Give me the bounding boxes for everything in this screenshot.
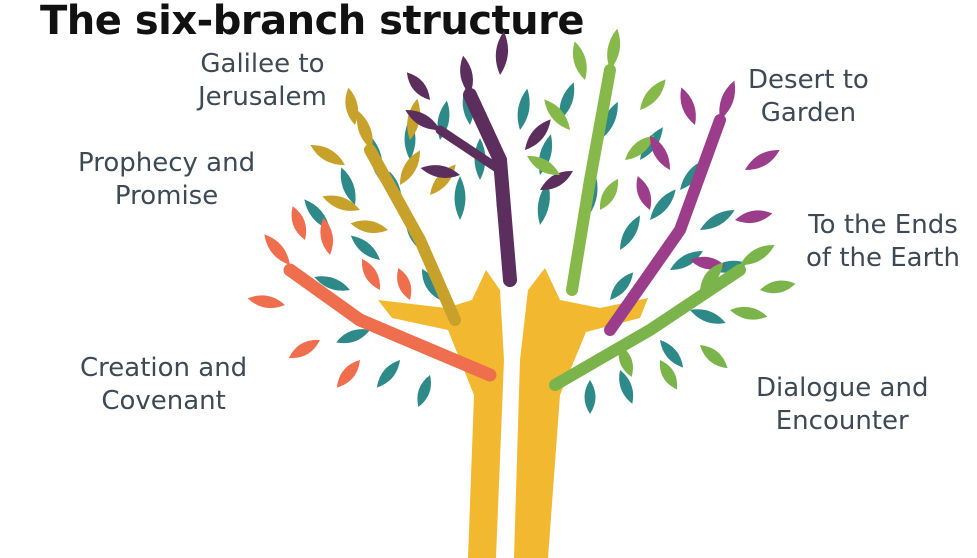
teal-leaf	[690, 309, 726, 324]
green-leaf	[527, 155, 560, 176]
green-leaf	[544, 99, 570, 130]
orange-leaf	[247, 295, 285, 309]
right-hand-trunk	[514, 268, 648, 558]
green-leaf	[625, 135, 655, 160]
violet-leaf	[735, 210, 773, 224]
mustard-leaf	[345, 87, 359, 125]
orange-leaf	[361, 258, 381, 290]
teal-leaf	[421, 268, 441, 300]
label-to-the-ends-of-the-earth: To the Ends of the Earth	[806, 209, 960, 275]
mustard-leaf	[322, 195, 360, 211]
light-green-leaf	[730, 306, 768, 320]
mustard-branch	[364, 144, 461, 326]
teal-leaf	[559, 82, 575, 120]
mustard-leaf	[350, 220, 388, 234]
violet-leaf	[719, 80, 736, 120]
label-line: Desert to	[748, 65, 869, 95]
teal-leaf	[620, 215, 640, 250]
plum-leaf	[420, 165, 460, 178]
teal-leaf	[336, 329, 370, 344]
label-desert-to-garden: Desert to Garden	[748, 64, 869, 130]
violet-leaf	[680, 87, 696, 125]
plum-leaf	[495, 31, 509, 75]
plum-leaf	[540, 170, 573, 191]
teal-leaf	[660, 340, 684, 368]
page-title: The six-branch structure	[40, 0, 584, 44]
teal-leaf	[650, 189, 676, 220]
light-green-branch	[549, 264, 746, 391]
label-creation-and-covenant: Creation and Covenant	[80, 352, 247, 418]
green-leaf	[599, 178, 619, 210]
colored-branches	[247, 28, 796, 391]
teal-leaf	[340, 167, 356, 205]
violet-branch	[604, 114, 726, 336]
plum-leaf	[405, 109, 440, 131]
left-hand-trunk	[378, 270, 504, 558]
label-line: Promise	[114, 181, 219, 211]
violet-leaf	[745, 149, 780, 171]
label-line: To the Ends	[808, 210, 958, 240]
label-line: Galilee to	[200, 49, 325, 79]
label-line: Prophecy and	[78, 148, 256, 178]
light-green-leaf	[740, 244, 775, 266]
orange-leaf	[397, 268, 412, 300]
orange-branch	[283, 263, 497, 382]
light-green-leaf	[659, 360, 678, 390]
plum-leaf	[460, 55, 473, 95]
teal-leaf	[350, 235, 380, 260]
violet-leaf	[649, 135, 671, 170]
light-green-leaf	[700, 345, 728, 369]
mustard-leaf	[399, 150, 421, 185]
teal-leaf	[619, 370, 634, 404]
teal-leaf	[376, 360, 400, 388]
orange-leaf	[320, 217, 334, 255]
orange-leaf	[291, 206, 307, 240]
orange-leaf	[336, 360, 360, 388]
mustard-leaf	[356, 110, 373, 150]
light-green-leaf	[760, 280, 796, 294]
label-line: Creation and	[80, 353, 248, 383]
green-leaf	[572, 41, 587, 80]
label-line: Jerusalem	[198, 82, 327, 112]
teal-leaf	[314, 276, 350, 291]
teal-leaf	[610, 272, 634, 300]
plum-branch	[463, 88, 517, 287]
teal-leaf	[417, 375, 431, 407]
teal-leaf	[537, 181, 550, 225]
label-line: Dialogue and	[756, 373, 929, 403]
light-green-leaf	[618, 345, 633, 377]
teal-leaf	[454, 176, 466, 220]
label-line: Garden	[760, 98, 857, 128]
orange-leaf	[264, 234, 290, 265]
teal-leaf	[517, 88, 530, 130]
teal-leaf	[700, 210, 735, 230]
tree-trunk	[378, 268, 648, 558]
orange-leaf	[288, 339, 320, 359]
label-line: Encounter	[775, 406, 909, 436]
teal-leaf	[670, 250, 703, 271]
label-line: of the Earth	[806, 243, 960, 273]
label-prophecy-and-promise: Prophecy and Promise	[78, 147, 255, 213]
green-branch	[566, 64, 616, 296]
plum-leaf	[525, 119, 551, 150]
green-leaf	[640, 79, 666, 110]
plum-twig	[435, 125, 505, 175]
label-galilee-to-jerusalem: Galilee to Jerusalem	[198, 48, 327, 114]
light-green-leaf	[700, 262, 724, 290]
green-leaf	[607, 28, 621, 70]
label-line: Covenant	[101, 386, 226, 416]
label-dialogue-and-encounter: Dialogue and Encounter	[756, 372, 928, 438]
mustard-leaf	[310, 144, 345, 166]
violet-leaf	[636, 176, 652, 210]
teal-leaf	[584, 380, 596, 414]
plum-leaf	[406, 72, 430, 100]
